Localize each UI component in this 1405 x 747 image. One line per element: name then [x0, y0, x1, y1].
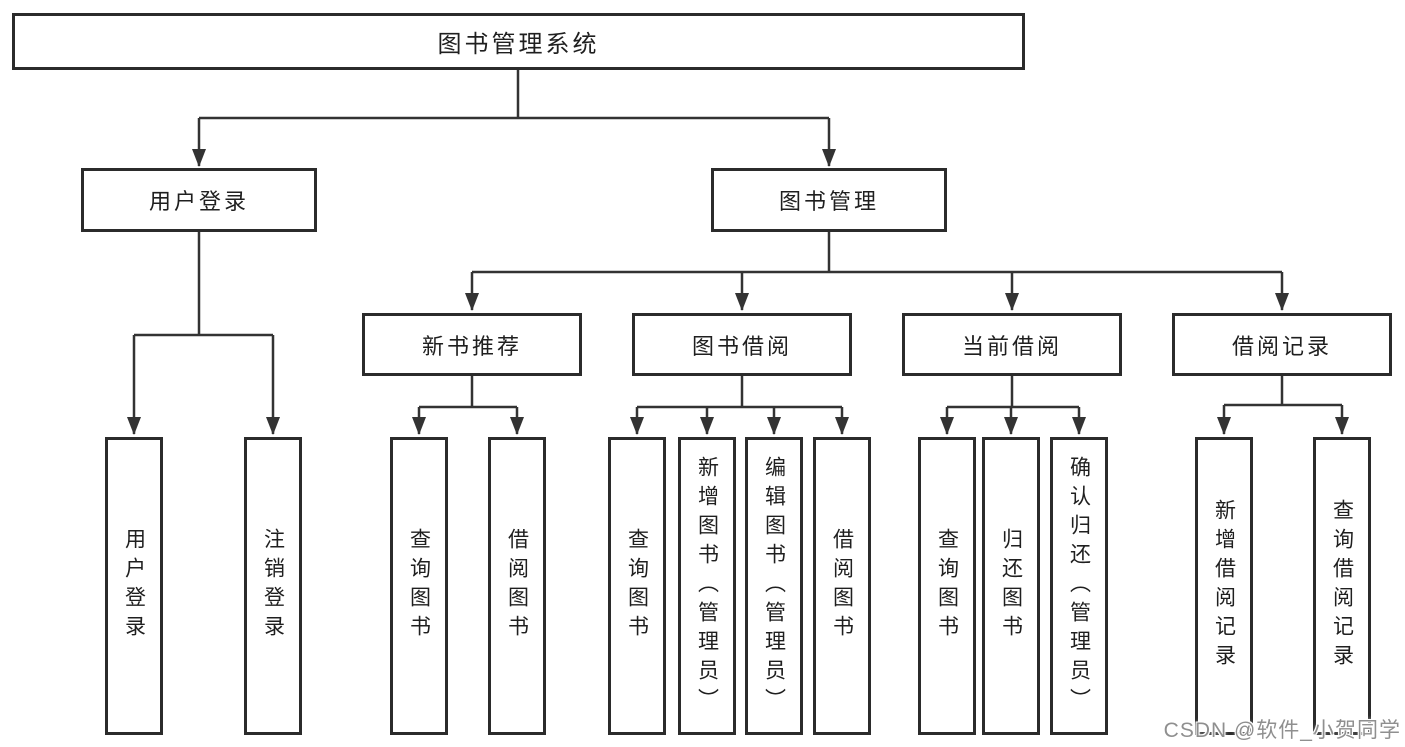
node-label: 新书推荐: [421, 333, 522, 359]
node-label: 查询图书: [935, 528, 959, 644]
watermark: CSDN @软件_小贺同学: [1163, 719, 1401, 742]
node-leaf-user-login: 用户登录: [105, 437, 163, 735]
node-label: 新增借阅记录: [1212, 499, 1236, 673]
node-label: 图书管理: [778, 189, 879, 214]
node-user-login: 用户登录: [81, 168, 317, 232]
node-leaf-edit-book-admin: 编辑图书（管理员）: [745, 437, 803, 735]
node-leaf-logout: 注销登录: [244, 437, 302, 735]
connector-arrows: [127, 118, 1349, 435]
node-borrowing-records: 借阅记录: [1172, 313, 1392, 376]
node-book-management: 图书管理: [711, 168, 947, 232]
node-label: 归还图书: [999, 528, 1023, 644]
node-new-book-recommend: 新书推荐: [362, 313, 582, 376]
node-label: 图书管理系统: [437, 31, 600, 58]
node-label: 编辑图书（管理员）: [762, 455, 786, 717]
node-label: 借阅图书: [830, 528, 854, 644]
node-label: 用户登录: [148, 189, 249, 214]
node-leaf-query-book-2: 查询图书: [608, 437, 666, 735]
node-leaf-borrow-book-2: 借阅图书: [813, 437, 871, 735]
node-book-borrowing: 图书借阅: [632, 313, 852, 376]
node-label: 用户登录: [122, 528, 146, 644]
node-current-borrowing: 当前借阅: [902, 313, 1122, 376]
node-leaf-confirm-return-admin: 确认归还（管理员）: [1050, 437, 1108, 735]
node-leaf-query-book-1: 查询图书: [390, 437, 448, 735]
node-leaf-borrow-book-1: 借阅图书: [488, 437, 546, 735]
node-label: 图书借阅: [691, 333, 792, 359]
node-label: 确认归还（管理员）: [1067, 455, 1091, 717]
node-label: 借阅记录: [1231, 333, 1332, 359]
node-leaf-query-borrow-record: 查询借阅记录: [1313, 437, 1371, 735]
node-label: 查询借阅记录: [1330, 499, 1354, 673]
node-label: 查询图书: [625, 528, 649, 644]
node-leaf-return-book: 归还图书: [982, 437, 1040, 735]
node-label: 查询图书: [407, 528, 431, 644]
node-label: 新增图书（管理员）: [695, 455, 719, 717]
node-leaf-add-borrow-record: 新增借阅记录: [1195, 437, 1253, 735]
node-leaf-query-book-3: 查询图书: [918, 437, 976, 735]
connector-trunks: [134, 70, 1342, 409]
node-label: 注销登录: [261, 528, 285, 644]
node-label: 当前借阅: [961, 333, 1062, 359]
node-root-system: 图书管理系统: [12, 13, 1025, 70]
node-label: 借阅图书: [505, 528, 529, 644]
node-leaf-add-book-admin: 新增图书（管理员）: [678, 437, 736, 735]
